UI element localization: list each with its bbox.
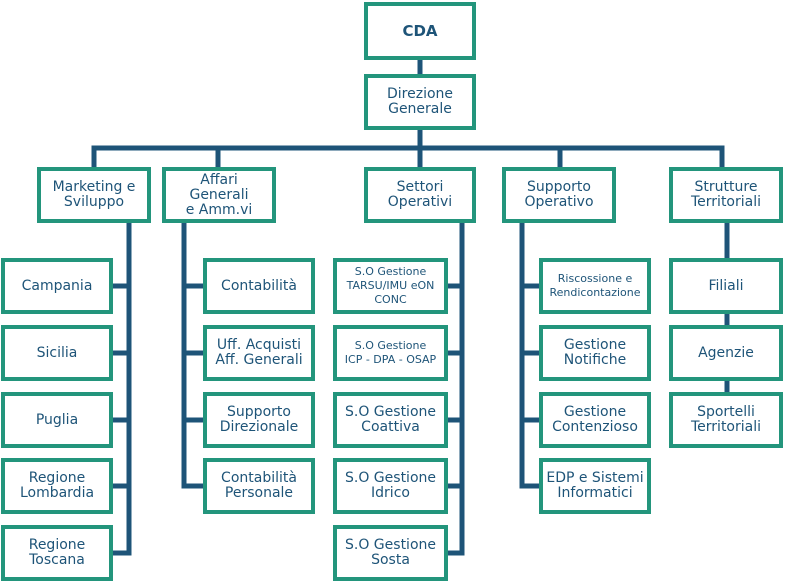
node-supporto-direzionale[interactable]: Supporto Direzionale: [203, 392, 315, 448]
node-agenzie[interactable]: Agenzie: [669, 325, 783, 381]
node-direzione-generale[interactable]: Direzione Generale: [364, 74, 476, 130]
node-regione-toscana[interactable]: Regione Toscana: [1, 525, 113, 581]
node-puglia[interactable]: Puglia: [1, 392, 113, 448]
node-regione-lombardia[interactable]: Regione Lombardia: [1, 458, 113, 514]
node-strutture-territoriali[interactable]: Strutture Territoriali: [669, 167, 783, 223]
node-settori-operativi[interactable]: Settori Operativi: [364, 167, 476, 223]
node-so-gestione-sosta[interactable]: S.O Gestione Sosta: [333, 525, 448, 581]
node-so-gestione-icp[interactable]: S.O Gestione ICP - DPA - OSAP: [333, 325, 448, 381]
node-contabilita[interactable]: Contabilità: [203, 258, 315, 314]
node-riscossione[interactable]: Riscossione e Rendicontazione: [539, 258, 651, 314]
node-gestione-notifiche[interactable]: Gestione Notifiche: [539, 325, 651, 381]
node-contabilita-personale[interactable]: Contabilità Personale: [203, 458, 315, 514]
node-marketing-sviluppo[interactable]: Marketing e Sviluppo: [37, 167, 151, 223]
node-gestione-contenzioso[interactable]: Gestione Contenzioso: [539, 392, 651, 448]
node-sicilia[interactable]: Sicilia: [1, 325, 113, 381]
node-so-gestione-coattiva[interactable]: S.O Gestione Coattiva: [333, 392, 448, 448]
node-affari-generali[interactable]: Affari Generali e Amm.vi: [162, 167, 276, 223]
node-sportelli-territoriali[interactable]: Sportelli Territoriali: [669, 392, 783, 448]
node-so-gestione-idrico[interactable]: S.O Gestione Idrico: [333, 458, 448, 514]
node-uff-acquisti[interactable]: Uff. Acquisti Aff. Generali: [203, 325, 315, 381]
node-filiali[interactable]: Filiali: [669, 258, 783, 314]
node-cda[interactable]: CDA: [364, 2, 476, 60]
node-so-gestione-tarsu[interactable]: S.O Gestione TARSU/IMU eON CONC: [333, 258, 448, 314]
node-edp-sistemi[interactable]: EDP e Sistemi Informatici: [539, 458, 651, 514]
node-supporto-operativo[interactable]: Supporto Operativo: [502, 167, 616, 223]
node-campania[interactable]: Campania: [1, 258, 113, 314]
